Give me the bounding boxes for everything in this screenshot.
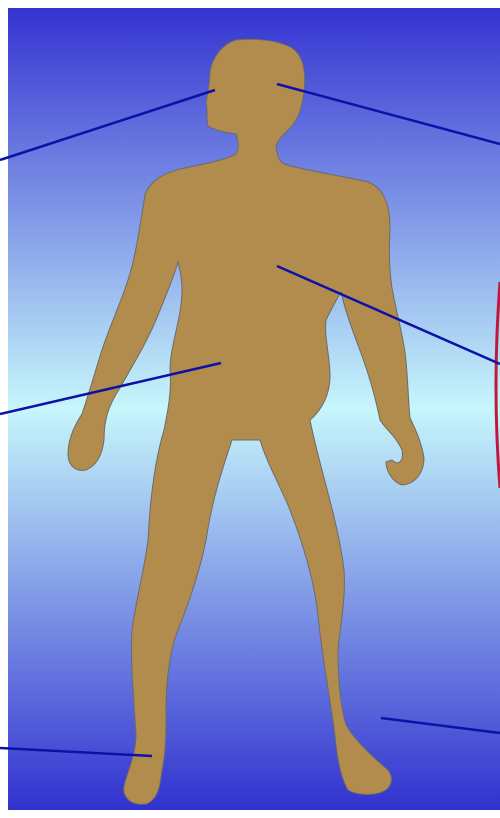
body-diagram — [0, 0, 500, 818]
diagram-canvas — [0, 0, 500, 818]
